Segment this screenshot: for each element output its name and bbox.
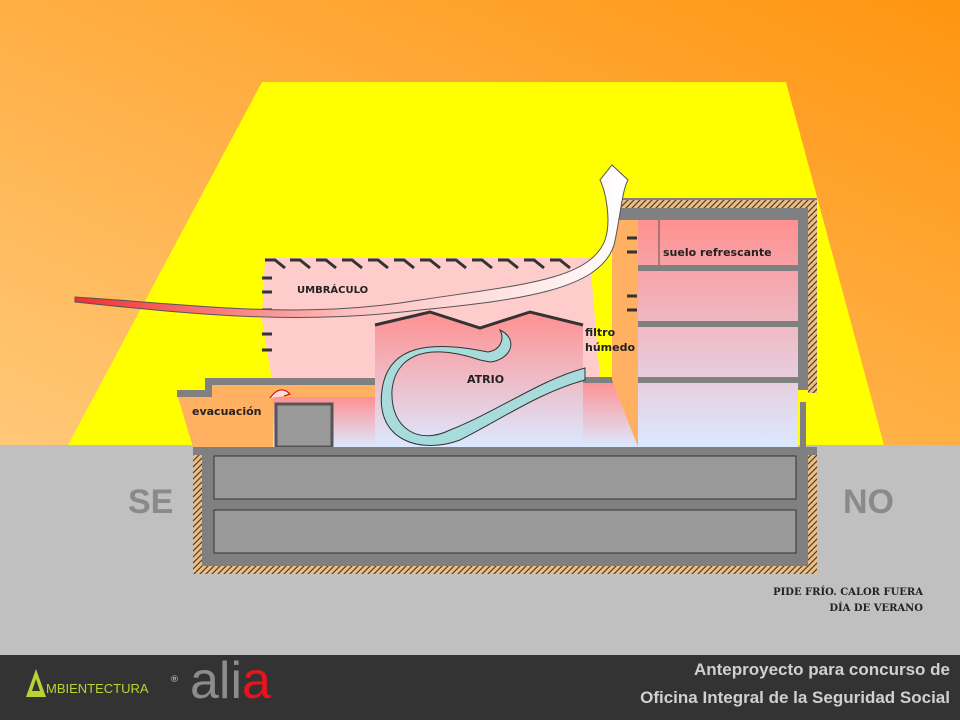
label-atrio: ATRIO (467, 373, 505, 386)
brand-ambientectura: MBIENTECTURA (46, 681, 149, 696)
evacuation-arrow (269, 389, 291, 399)
wall-insulation (808, 208, 817, 393)
footer-title-line-2: Oficina Integral de la Seguridad Social (640, 688, 950, 707)
basement-insulation-bottom (193, 566, 817, 574)
label-filtro: filtro (585, 326, 616, 339)
label-humedo: húmedo (585, 341, 636, 354)
atrio-roof (374, 310, 584, 330)
basement-level-2 (213, 509, 797, 554)
right-facade-zone (612, 198, 640, 447)
wall-post (800, 402, 806, 447)
roof-insulation (622, 200, 817, 208)
facade-louvres (627, 236, 637, 312)
label-suelo-refrescante: suelo refrescante (663, 246, 772, 259)
label-evacuacion: evacuación (192, 405, 262, 418)
basement-insulation-left (193, 455, 202, 570)
stair-core (274, 402, 334, 449)
footer-title-line-1: Anteproyecto para concurso de (693, 660, 950, 679)
ambientectura-logo-icon (26, 669, 46, 697)
brand-registered-mark: ® (170, 675, 179, 685)
hot-air-exhaust-arrow (74, 164, 629, 318)
air-circulation-arrow (380, 328, 586, 447)
brand-alia: alia (190, 651, 271, 711)
orientation-se: SE (128, 483, 174, 521)
roof-slab-left (177, 378, 378, 397)
basement-level-1 (213, 455, 797, 500)
filter-slab (583, 377, 638, 383)
note-line-1: PIDE FRÍO. CALOR FUERA (773, 587, 923, 598)
brand-alia-gray: ali (190, 652, 243, 710)
footer: MBIENTECTURA ® alia Anteproyecto para co… (0, 652, 960, 720)
orientation-no: NO (843, 483, 894, 521)
label-umbraculo: UMBRÁCULO (297, 285, 369, 296)
brand-alia-red: a (242, 652, 271, 710)
basement-insulation-right (808, 455, 817, 570)
atrio-space (375, 312, 583, 447)
note-line-2: DÍA DE VERANO (829, 603, 923, 614)
office-floors (638, 220, 798, 447)
